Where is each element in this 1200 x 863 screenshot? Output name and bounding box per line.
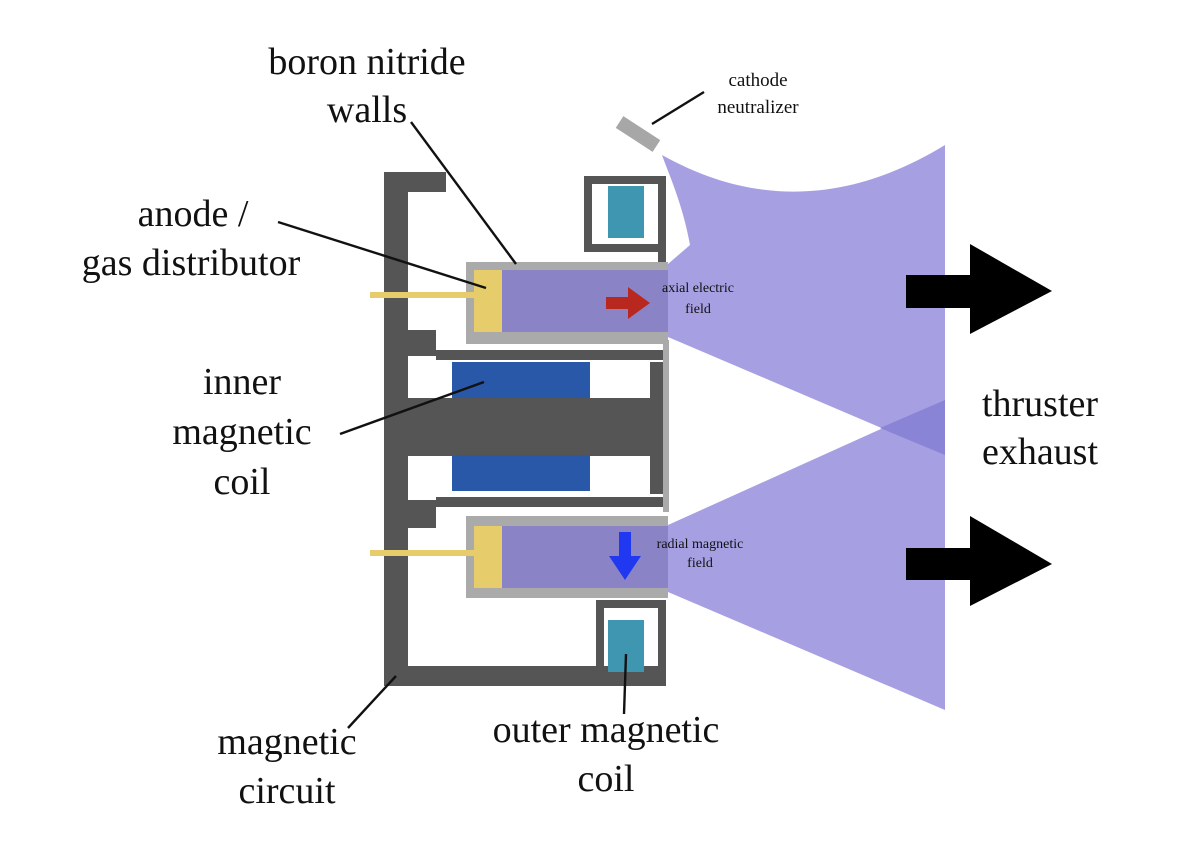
cathode-neutralizer — [615, 116, 661, 152]
lower-gas-feed — [370, 550, 474, 556]
label-thruster-exhaust-line-1: thruster — [982, 383, 1098, 425]
upper-gas-feed — [370, 292, 474, 298]
plume-overlap — [880, 400, 945, 455]
upper-plume — [662, 145, 945, 455]
magnetic-circuit — [384, 172, 668, 686]
label-outer-coil-line-2: coil — [578, 758, 635, 800]
leader-outer-coil — [622, 653, 628, 715]
label-magnetic-circuit-line-2: circuit — [238, 770, 336, 812]
leader-inner-coil — [339, 380, 485, 436]
label-inner-coil-line-3: coil — [214, 461, 271, 503]
label-anode-line-2: gas distributor — [82, 242, 301, 284]
upper-anode — [474, 270, 502, 332]
inner-coil-bottom — [452, 455, 590, 491]
lower-exhaust-arrow — [906, 516, 1052, 606]
radial-magnetic-field-arrow — [609, 532, 641, 580]
label-axial-field-line-2: field — [685, 302, 711, 317]
lower-anode — [474, 526, 502, 588]
axial-electric-field-arrow — [606, 287, 650, 319]
label-cathode-line-1: cathode — [728, 70, 787, 91]
outer-coil-top — [608, 186, 644, 238]
label-axial-field-line-1: axial electric — [662, 281, 734, 296]
label-anode-line-1: anode / — [138, 193, 249, 235]
label-inner-coil-line-2: magnetic — [172, 411, 311, 453]
label-cathode-line-2: neutralizer — [717, 97, 799, 118]
label-radial-field-line-1: radial magnetic — [657, 537, 744, 552]
leader-cathode — [651, 90, 705, 126]
inner-coil-top — [452, 362, 590, 398]
leader-anode — [277, 220, 487, 290]
upper-exhaust-arrow — [906, 244, 1052, 334]
label-magnetic-circuit-line-1: magnetic — [217, 721, 356, 763]
label-outer-coil-line-1: outer magnetic — [493, 709, 720, 751]
label-radial-field-line-2: field — [687, 556, 713, 571]
label-boron-nitride-line-2: walls — [327, 89, 407, 131]
lower-plume — [668, 400, 945, 710]
label-boron-nitride-line-1: boron nitride — [268, 41, 465, 83]
leader-boron-nitride — [410, 121, 517, 265]
label-thruster-exhaust-line-2: exhaust — [982, 431, 1099, 473]
label-inner-coil-line-1: inner — [203, 361, 281, 403]
leader-magnetic-circuit — [347, 675, 397, 729]
